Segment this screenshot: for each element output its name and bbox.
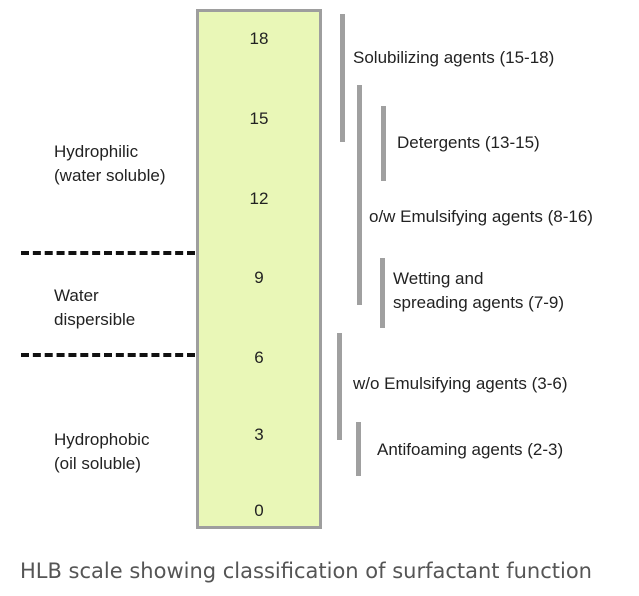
range-bar-antifoaming <box>356 422 361 476</box>
tick-3: 3 <box>254 425 264 444</box>
label-wo-emulsifying: w/o Emulsifying agents (3-6) <box>353 374 568 393</box>
zone-hydrophilic-line2: (water soluble) <box>54 166 166 185</box>
zone-hydrophilic-line1: Hydrophilic <box>54 142 139 161</box>
zone-hydrophobic-line2: (oil soluble) <box>54 454 141 473</box>
tick-9: 9 <box>254 268 264 287</box>
range-bar-ow-emulsifying <box>357 85 362 305</box>
tick-0: 0 <box>254 501 264 520</box>
zone-hydrophobic: Hydrophobic (oil soluble) <box>54 428 149 476</box>
zone-hydrophobic-line1: Hydrophobic <box>54 430 150 449</box>
label-wetting-line1: Wetting and <box>393 269 484 288</box>
range-bar-wo-emulsifying <box>337 333 342 440</box>
zone-dispersible-line1: Water <box>54 286 99 305</box>
tick-15: 15 <box>249 109 269 128</box>
range-bar-wetting <box>380 258 385 328</box>
divider-dispersible-hydrophobic <box>21 353 195 357</box>
label-ow-emulsifying: o/w Emulsifying agents (8-16) <box>369 207 593 226</box>
range-bar-detergents <box>381 106 386 181</box>
label-detergents: Detergents (13-15) <box>397 133 540 152</box>
zone-dispersible-line2: dispersible <box>54 310 136 329</box>
hlb-scale-column: 18 15 12 9 6 3 0 <box>196 9 322 529</box>
tick-6: 6 <box>254 348 264 367</box>
tick-18: 18 <box>249 29 269 48</box>
label-antifoaming: Antifoaming agents (2-3) <box>377 440 564 459</box>
label-solubilizing: Solubilizing agents (15-18) <box>353 48 555 67</box>
zone-water-dispersible: Water dispersible <box>54 284 135 332</box>
figure-caption: HLB scale showing classification of surf… <box>19 559 592 583</box>
label-wetting-line2: spreading agents (7-9) <box>393 293 565 312</box>
divider-hydrophilic-dispersible <box>21 251 195 255</box>
tick-12: 12 <box>249 189 269 208</box>
label-wetting: Wetting and spreading agents (7-9) <box>393 267 564 315</box>
zone-hydrophilic: Hydrophilic (water soluble) <box>54 140 166 188</box>
range-bar-solubilizing <box>340 14 345 142</box>
